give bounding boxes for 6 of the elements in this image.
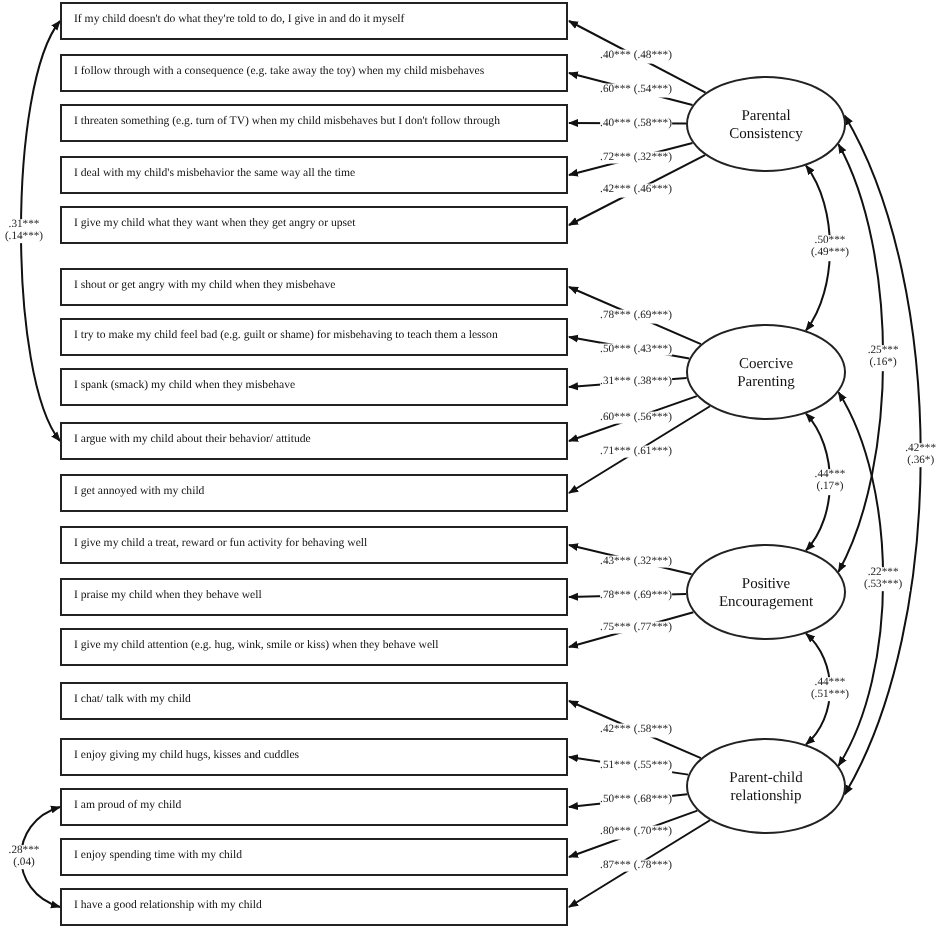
double-headed-arrow [837,143,885,573]
arrow [568,819,711,908]
double-headed-arrow [20,20,61,442]
double-headed-arrow [837,391,885,767]
double-headed-arrow [843,114,922,796]
arrow [568,405,711,494]
